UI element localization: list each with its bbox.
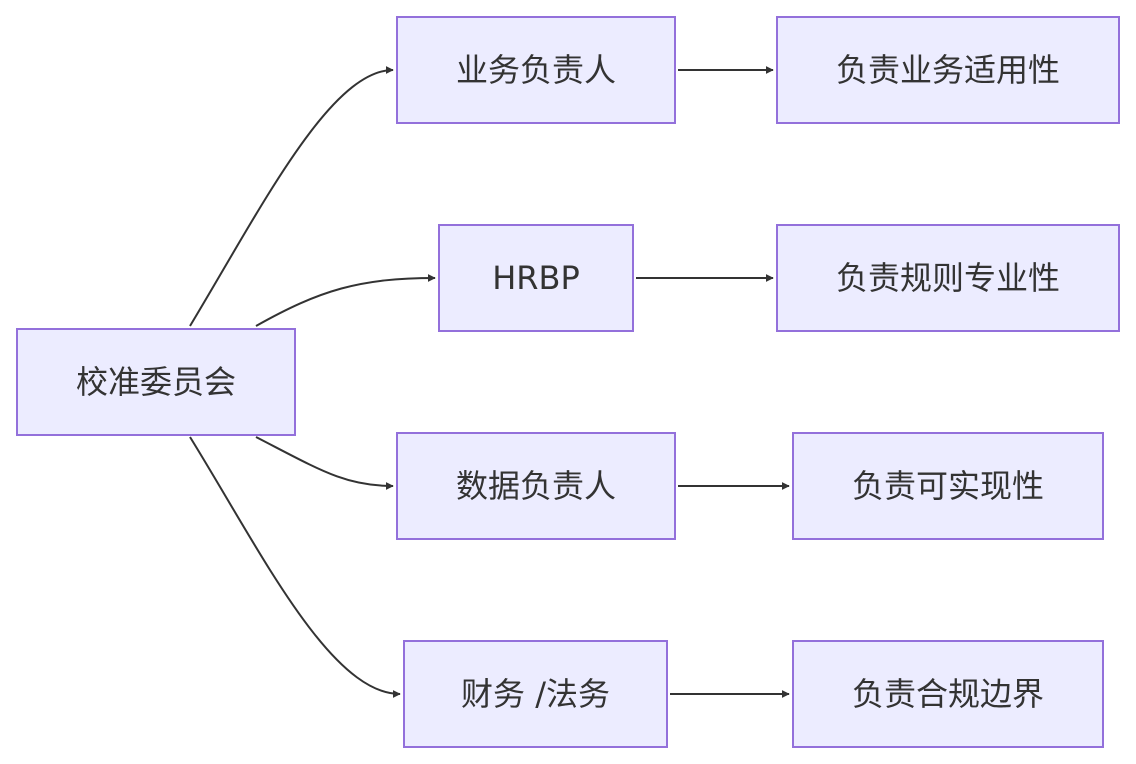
node-compliance: 负责合规边界: [792, 640, 1104, 748]
edge-root-to-business-owner: [189, 66, 394, 327]
edge-root-to-hrbp: [255, 274, 436, 327]
node-data-owner: 数据负责人: [396, 432, 676, 540]
edge-root-to-finance-legal: [189, 436, 401, 698]
node-rule-expertise: 负责规则专业性: [776, 224, 1120, 332]
node-feasibility: 负责可实现性: [792, 432, 1104, 540]
node-label: 业务负责人: [455, 51, 616, 89]
node-label: 校准委员会: [75, 363, 236, 401]
node-hrbp: HRBP: [438, 224, 634, 332]
node-label: 财务 /法务: [461, 675, 610, 713]
node-label: 负责业务适用性: [835, 51, 1060, 89]
node-business-fit: 负责业务适用性: [776, 16, 1120, 124]
node-label: 数据负责人: [455, 467, 616, 505]
node-label: 负责合规边界: [851, 675, 1044, 713]
node-finance-legal: 财务 /法务: [403, 640, 668, 748]
edge-root-to-data-owner: [255, 436, 394, 490]
node-label: 负责规则专业性: [835, 259, 1060, 297]
node-calibration-committee: 校准委员会: [16, 328, 296, 436]
node-business-owner: 业务负责人: [396, 16, 676, 124]
node-label: 负责可实现性: [851, 467, 1044, 505]
node-label: HRBP: [492, 259, 580, 297]
